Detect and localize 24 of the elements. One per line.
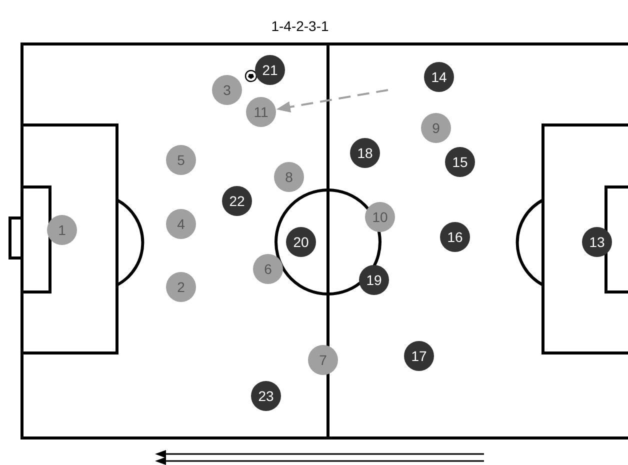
player-marker: 19 bbox=[359, 265, 389, 295]
player-marker: 22 bbox=[222, 186, 252, 216]
player-marker: 6 bbox=[253, 254, 283, 284]
player-marker: 18 bbox=[350, 138, 380, 168]
player-marker: 23 bbox=[251, 381, 281, 411]
pass-arrow bbox=[276, 89, 388, 112]
player-marker: 20 bbox=[286, 227, 316, 257]
player-marker: 16 bbox=[440, 222, 470, 252]
player-marker: 14 bbox=[424, 62, 454, 92]
player-marker: 3 bbox=[212, 75, 242, 105]
player-marker: 21 bbox=[255, 55, 285, 85]
player-marker: 5 bbox=[166, 145, 196, 175]
player-marker: 13 bbox=[582, 227, 612, 257]
player-marker: 1 bbox=[47, 215, 77, 245]
formation-title: 1-4-2-3-1 bbox=[270, 18, 330, 34]
player-marker: 2 bbox=[166, 272, 196, 302]
player-marker: 9 bbox=[421, 113, 451, 143]
player-marker: 4 bbox=[166, 209, 196, 239]
player-marker: 11 bbox=[246, 97, 276, 127]
player-marker: 8 bbox=[274, 162, 304, 192]
player-marker: 15 bbox=[445, 147, 475, 177]
player-marker: 7 bbox=[308, 345, 338, 375]
player-marker: 10 bbox=[365, 202, 395, 232]
player-marker: 17 bbox=[404, 341, 434, 371]
